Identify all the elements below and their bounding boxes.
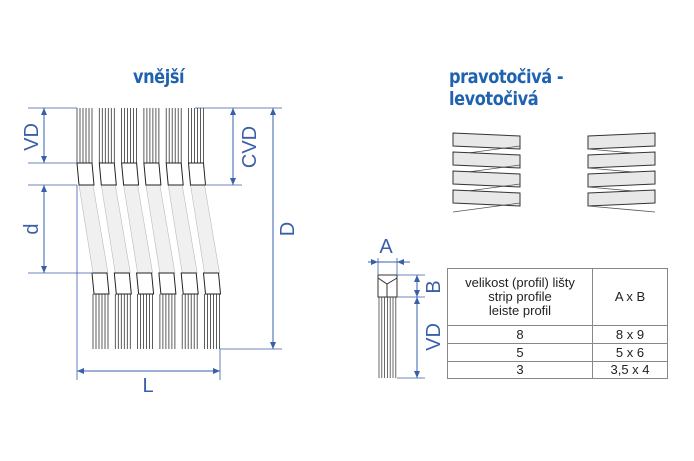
label-vd-profile: VD xyxy=(423,323,445,351)
title-direction: pravotočivá - levotočivá xyxy=(449,66,564,110)
holder-block xyxy=(158,272,177,295)
spring-coil xyxy=(587,151,656,169)
cell-size: 3 xyxy=(447,361,593,379)
b-dimension-heads xyxy=(414,275,420,297)
title-outer: vnější xyxy=(133,66,185,88)
header-line: leiste profil xyxy=(488,303,552,318)
cell-size: 8 xyxy=(447,325,593,344)
spring-coil xyxy=(587,170,656,188)
spring-coil xyxy=(587,189,656,207)
spring-back-coil xyxy=(587,205,656,213)
holder-block xyxy=(121,162,140,186)
label-a: A xyxy=(379,236,393,258)
spring-coil xyxy=(452,189,521,207)
profile-size-table: velikost (profil) lišty strip profile le… xyxy=(447,268,668,379)
spring-drawings xyxy=(452,132,656,213)
spring-coil xyxy=(587,132,656,150)
cell-ab: 3,5 x 4 xyxy=(592,361,668,379)
header-ab: A x B xyxy=(592,268,668,326)
holder-block xyxy=(91,272,110,295)
holder-block xyxy=(180,272,199,295)
profile-detail xyxy=(377,277,398,297)
label-d: d xyxy=(21,223,43,234)
holder-block xyxy=(113,272,132,295)
left-hand-spring xyxy=(587,132,656,213)
right-hand-spring xyxy=(452,132,521,213)
holder-block xyxy=(98,162,117,186)
label-b: B xyxy=(423,280,445,293)
a-dimension-heads xyxy=(371,259,404,265)
cell-ab: 8 x 9 xyxy=(592,325,668,344)
strip-profile-drawing xyxy=(368,258,425,379)
cell-ab: 5 x 6 xyxy=(592,343,668,362)
holder-block xyxy=(143,162,162,186)
spring-coil xyxy=(452,170,521,188)
spring-coil xyxy=(452,132,521,150)
holder-block xyxy=(202,272,222,295)
header-line: velikost (profil) lišty xyxy=(465,275,575,290)
holder-block xyxy=(165,162,184,186)
label-big-d: D xyxy=(277,222,299,236)
label-cvd: CVD xyxy=(239,126,261,168)
spring-back-coil xyxy=(452,202,521,213)
label-vd: VD xyxy=(21,123,43,151)
label-l: L xyxy=(142,375,153,397)
holder-block xyxy=(136,272,155,295)
header-line: strip profile xyxy=(488,289,552,304)
cell-size: 5 xyxy=(447,343,593,362)
holder-block xyxy=(187,162,207,186)
holder-block xyxy=(76,162,95,186)
header-profile: velikost (profil) lišty strip profile le… xyxy=(447,268,593,326)
spring-coil xyxy=(452,151,521,169)
spiral-brush-drawing xyxy=(28,107,282,380)
